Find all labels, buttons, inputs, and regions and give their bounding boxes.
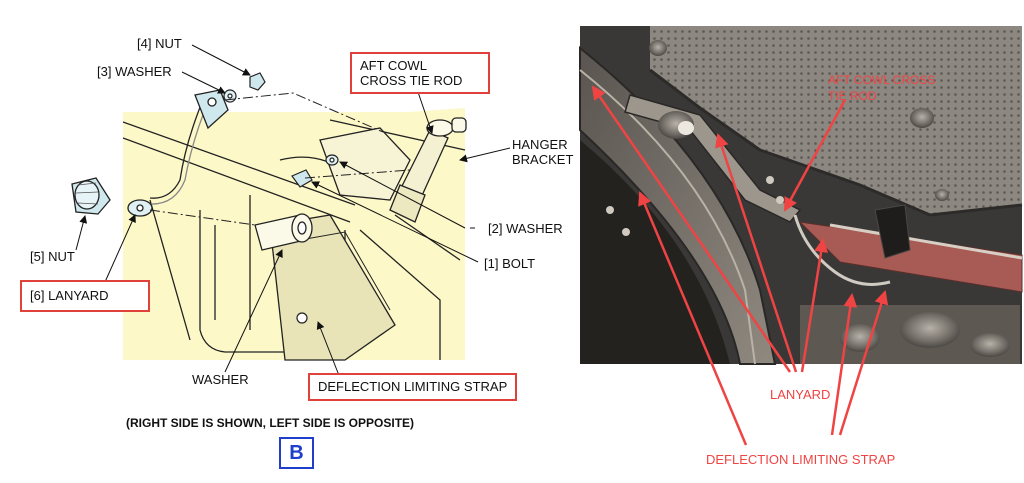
photo-arrows xyxy=(591,85,889,446)
photo-label-aft-cowl-cross-tie-rod: AFT COWL CROSS TIE ROD xyxy=(828,72,935,104)
arrow-strap-2 xyxy=(838,290,889,436)
photo-label-deflection-limiting-strap: DEFLECTION LIMITING STRAP xyxy=(706,452,896,467)
spacer-drawing xyxy=(254,213,313,251)
nut-5-drawing xyxy=(71,177,111,215)
label-washer: WASHER xyxy=(192,372,249,387)
label-deflection-limiting-strap: DEFLECTION LIMITING STRAP xyxy=(308,373,518,401)
arrow-lanyard-1 xyxy=(591,85,792,373)
hanger-bracket-drawing xyxy=(319,127,411,201)
lanyard-cable xyxy=(793,214,891,286)
label-cross-tie-rod-line2: CROSS TIE ROD xyxy=(360,73,463,88)
label-aft-cowl-cross-tie-rod: AFT COWL CROSS TIE ROD xyxy=(350,52,490,94)
label-nut-4: [4] NUT xyxy=(137,36,182,51)
leader-lines xyxy=(75,44,511,379)
arrow-lanyard-3 xyxy=(800,238,829,373)
label-hanger-line2: BRACKET xyxy=(512,152,574,167)
lanyard-drawing xyxy=(127,89,229,217)
alignment-lines xyxy=(149,92,411,226)
label-lanyard-6: [6] LANYARD xyxy=(20,280,150,312)
installation-diagram xyxy=(71,44,511,379)
view-letter-badge: B xyxy=(279,437,314,469)
label-hanger-line1: HANGER xyxy=(512,137,568,152)
deflection-strap-drawing xyxy=(269,214,396,361)
lower-bay xyxy=(580,140,730,364)
arrow-cross-tie-rod xyxy=(783,99,847,212)
label-bolt-1: [1] BOLT xyxy=(484,256,536,271)
label-washer-2: [2] WASHER xyxy=(488,221,563,236)
photo-label-cross-tie-rod-line1: AFT COWL CROSS xyxy=(828,73,936,87)
heat-shield xyxy=(650,26,1022,215)
label-nut-5: [5] NUT xyxy=(30,249,75,264)
label-washer-3: [3] WASHER xyxy=(97,64,172,79)
diagram-caption: (RIGHT SIDE IS SHOWN, LEFT SIDE IS OPPOS… xyxy=(126,416,415,430)
photo-label-lanyard: LANYARD xyxy=(770,387,831,402)
arrow-strap-3 xyxy=(638,191,748,446)
label-cross-tie-rod-line1: AFT COWL xyxy=(360,58,427,73)
bracket xyxy=(874,204,911,259)
arrow-strap-1 xyxy=(830,293,858,436)
photo-label-cross-tie-rod-line2: TIE ROD xyxy=(828,89,877,103)
engine-photo xyxy=(579,26,1023,365)
arrow-lanyard-2 xyxy=(715,133,798,373)
label-hanger-bracket: HANGER BRACKET xyxy=(512,137,573,167)
